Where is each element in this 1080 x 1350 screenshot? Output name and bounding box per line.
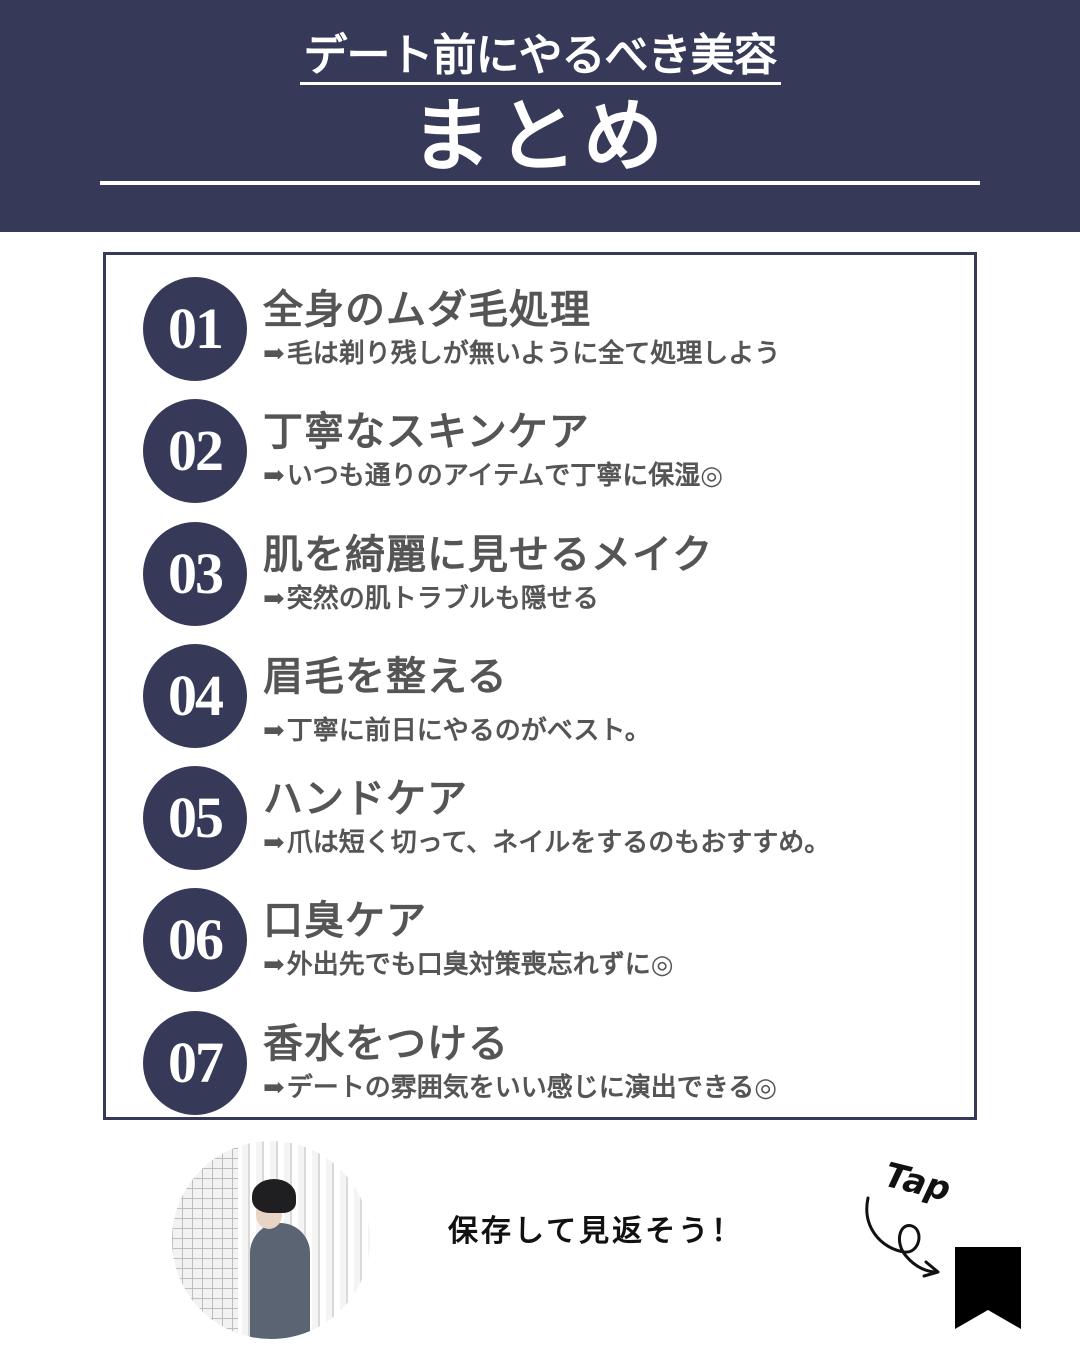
item-title: 眉毛を整える: [263, 653, 508, 700]
profile-avatar: [172, 1141, 370, 1339]
arrow-right-icon: ➡: [263, 339, 285, 369]
number-badge: 02: [143, 399, 247, 503]
avatar-sweater: [250, 1223, 310, 1339]
arrow-right-icon: ➡: [263, 584, 285, 614]
item-description-text: 丁寧に前日にやるのがベスト。: [286, 716, 651, 746]
item-description-text: 毛は剃り残しが無いように全て処理しよう: [286, 339, 781, 369]
list-item: 06 口臭ケア ➡外出先でも口臭対策喪忘れずに◎: [106, 876, 974, 998]
number-badge: 07: [143, 1011, 247, 1115]
arrow-right-icon: ➡: [263, 461, 285, 491]
number-badge: 01: [143, 277, 247, 381]
list-item: 05 ハンドケア ➡爪は短く切って、ネイルをするのもおすすめ。: [106, 754, 974, 876]
item-description-text: 突然の肌トラブルも隠せる: [286, 584, 599, 614]
item-title: 丁寧なスキンケア: [263, 408, 590, 455]
arrow-right-icon: ➡: [263, 828, 285, 858]
header-banner: デート前にやるべき美容 まとめ: [0, 0, 1080, 232]
item-description: ➡爪は短く切って、ネイルをするのもおすすめ。: [263, 826, 830, 860]
list-item: 07 香水をつける ➡デートの雰囲気をいい感じに演出できる◎: [106, 999, 974, 1121]
item-description: ➡丁寧に前日にやるのがベスト。: [263, 714, 651, 748]
header-title: まとめ: [411, 89, 669, 183]
curly-arrow-icon: [865, 1196, 940, 1278]
number-badge: 06: [143, 888, 247, 992]
item-description-text: デートの雰囲気をいい感じに演出できる◎: [286, 1073, 777, 1103]
arrow-right-icon: ➡: [263, 1073, 285, 1103]
item-description: ➡突然の肌トラブルも隠せる: [263, 582, 599, 616]
header-subtitle-text: デート前にやるべき美容: [299, 32, 781, 85]
number-badge: 03: [143, 522, 247, 626]
avatar-hair: [252, 1179, 296, 1213]
list-item: 01 全身のムダ毛処理 ➡毛は剃り残しが無いように全て処理しよう: [106, 265, 974, 387]
item-title: 香水をつける: [263, 1020, 509, 1067]
item-title: 肌を綺麗に見せるメイク: [263, 531, 714, 578]
number-badge: 05: [143, 766, 247, 870]
item-title: ハンドケア: [263, 775, 468, 822]
list-item: 02 丁寧なスキンケア ➡いつも通りのアイテムで丁寧に保湿◎: [106, 387, 974, 509]
item-description: ➡外出先でも口臭対策喪忘れずに◎: [263, 948, 673, 982]
bookmark-icon[interactable]: [955, 1247, 1021, 1329]
item-title: 口臭ケア: [263, 897, 427, 944]
item-description: ➡毛は剃り残しが無いように全て処理しよう: [263, 337, 780, 371]
header-subtitle: デート前にやるべき美容: [0, 30, 1080, 85]
item-description-text: いつも通りのアイテムで丁寧に保湿◎: [286, 461, 723, 491]
save-prompt: 保存して見返そう！: [448, 1214, 745, 1249]
item-description-text: 爪は短く切って、ネイルをするのもおすすめ。: [286, 828, 831, 858]
item-description: ➡いつも通りのアイテムで丁寧に保湿◎: [263, 459, 723, 493]
item-description: ➡デートの雰囲気をいい感じに演出できる◎: [263, 1071, 777, 1105]
header-divider: [100, 181, 980, 185]
item-description-text: 外出先でも口臭対策喪忘れずに◎: [286, 950, 674, 980]
list-item: 04 眉毛を整える ➡丁寧に前日にやるのがベスト。: [106, 632, 974, 754]
avatar-background-grid: [172, 1141, 238, 1339]
arrow-right-icon: ➡: [263, 950, 285, 980]
number-badge: 04: [143, 644, 247, 748]
arrow-right-icon: ➡: [263, 716, 285, 746]
item-title: 全身のムダ毛処理: [263, 286, 591, 333]
list-item: 03 肌を綺麗に見せるメイク ➡突然の肌トラブルも隠せる: [106, 510, 974, 632]
summary-list: 01 全身のムダ毛処理 ➡毛は剃り残しが無いように全て処理しよう 02 丁寧なス…: [103, 252, 977, 1120]
